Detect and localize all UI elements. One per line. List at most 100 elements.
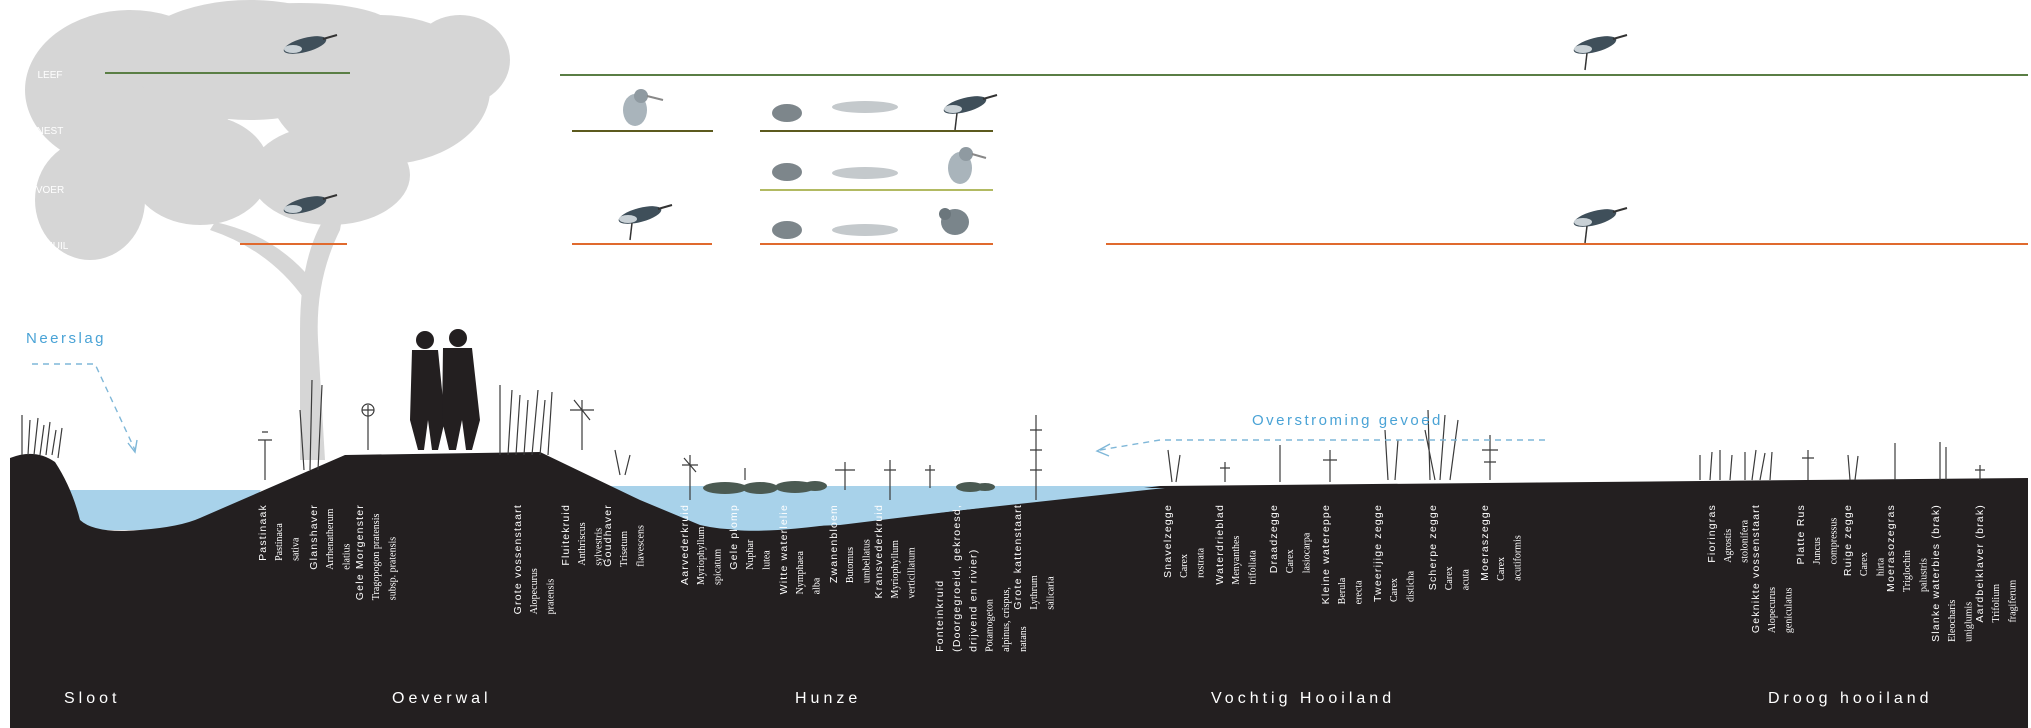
plant-latin-name: spicatum: [712, 548, 724, 585]
precipitation-arrow: [32, 363, 136, 451]
plant-latin-name: Juncus: [1811, 537, 1823, 565]
plant-latin-name: Trisetum: [618, 531, 630, 567]
plant-latin-name: alba: [811, 577, 823, 595]
fauna: [283, 34, 1628, 244]
plant-latin-name: Arrhenatherum: [324, 508, 336, 570]
plant-latin-name: subsp. pratensis: [387, 536, 399, 601]
plant-label: Waterdrieblad Menyanthes trifoliata: [1212, 504, 1262, 585]
plant-latin-name: Alopecurus: [1766, 586, 1778, 634]
plant-latin-name: Tragopogon pratensis: [370, 513, 382, 601]
plant-common-name: Witte waterlelie: [778, 504, 790, 595]
plant-common-name: Moeraszegge: [1479, 504, 1491, 581]
flood-label: Overstroming gevoed: [1252, 412, 1443, 429]
plant-common-name: Gele plomp: [728, 504, 740, 570]
plant-latin-name: acutiformis: [1512, 535, 1524, 581]
plant-latin-name: Carex: [1388, 578, 1400, 602]
plant-latin-name: compressus: [1828, 517, 1840, 565]
plant-latin-name: Carex: [1495, 556, 1507, 581]
plant-latin-name: Carex: [1443, 566, 1455, 591]
water-surface-sloot: [72, 490, 262, 529]
plant-latin-name: lutea: [761, 550, 773, 570]
plant-common-name: Aardbeiklaver (brak): [1974, 504, 1986, 623]
plant-latin-name: trifoliata: [1247, 550, 1259, 585]
people-silhouette: [410, 329, 480, 450]
plant-common-name: Grote kattenstaart: [1012, 504, 1024, 610]
habitat-lines: [105, 72, 2028, 245]
bird-icon: [283, 194, 338, 214]
bird-icon: [1573, 34, 1628, 71]
plant-latin-name: geniculatus: [1783, 587, 1795, 634]
plant-latin-name: Anthriscus: [576, 522, 588, 566]
bird-icon: [283, 34, 338, 54]
plant-common-name: Fioringras: [1706, 504, 1718, 563]
zone-oeverwal: Oeverwal: [392, 690, 492, 707]
plant-latin-name: Nuphar: [744, 539, 756, 570]
plant-latin-name: Carex: [1284, 549, 1296, 574]
plant-common-name: Geknikte vossenstaart: [1750, 504, 1762, 634]
plant-common-name: Glanshaver: [308, 504, 320, 570]
plant-latin-name: Lythrum: [1028, 575, 1040, 610]
legend-leef: LEEF: [30, 55, 70, 95]
legend-schuil-label: SCHUIL: [31, 240, 69, 252]
kingfisher-icon: [948, 147, 987, 184]
flood-arrow: [1099, 439, 1545, 451]
plant-latin-name: lasiocarpa: [1301, 532, 1313, 574]
plant-latin-name: verticillatum: [906, 547, 918, 599]
plant-common-name: Snavelzegge: [1162, 504, 1174, 578]
plant-latin-name: fragiferum: [2007, 579, 2019, 623]
legend-nest-label: NEST: [36, 125, 64, 137]
zone-hunze: Hunze: [795, 690, 862, 707]
plant-common-name: Waterdrieblad: [1214, 504, 1226, 585]
plant-common-name: Zwanenbloem: [828, 504, 840, 584]
plant-latin-name: sativa: [290, 537, 302, 561]
zone-droog-hooiland: Droog hooiland: [1768, 690, 1933, 707]
plant-latin-name: Carex: [1178, 554, 1190, 578]
fish-icon: [832, 101, 898, 236]
plant-label: Aarvederkruid Myriophyllum spicatum: [677, 504, 727, 585]
precipitation-label: Neerslag: [26, 330, 107, 347]
plant-latin-name: flavescens: [635, 525, 647, 567]
plant-latin-name: Pastinaca: [273, 523, 285, 561]
plant-common-name: Platte Rus: [1795, 504, 1807, 565]
plant-latin-name: Menyanthes: [1230, 535, 1242, 585]
plant-latin-name: rostrata: [1195, 547, 1207, 578]
zone-sloot: Sloot: [64, 690, 121, 707]
plant-latin-name: Agrostis: [1722, 528, 1734, 563]
plant-common-name: Ruige zegge: [1842, 504, 1854, 577]
plant-common-name: Goudhaver: [602, 504, 614, 567]
plant-latin-name: Eleocharis: [1946, 599, 1958, 642]
bird-icon: [1573, 207, 1628, 244]
plant-latin-name: Myriophyllum: [695, 526, 707, 585]
kingfisher-icon: [623, 89, 664, 126]
plant-common-name: Slanke waterbies (brak): [1930, 504, 1942, 642]
zone-vochtig-hooiland: Vochtig Hooiland: [1211, 690, 1396, 707]
plant-latin-name: acuta: [1460, 569, 1472, 591]
legend-schuil: SCHUIL: [30, 226, 70, 266]
legend-voer-label: VOER: [35, 184, 65, 196]
plant-common-name: Draadzegge: [1268, 504, 1280, 574]
bird-icon: [618, 204, 673, 241]
plant-common-name: Aarvederkruid: [679, 504, 691, 585]
plant-latin-name: pratensis: [545, 578, 557, 615]
legend-voer: VOER: [30, 170, 70, 210]
plant-latin-name: Triglochin: [1901, 550, 1913, 592]
flood-arrowhead: [1095, 443, 1111, 457]
legend-leef-label: LEEF: [37, 69, 63, 81]
plant-latin-name: disticha: [1405, 570, 1417, 602]
